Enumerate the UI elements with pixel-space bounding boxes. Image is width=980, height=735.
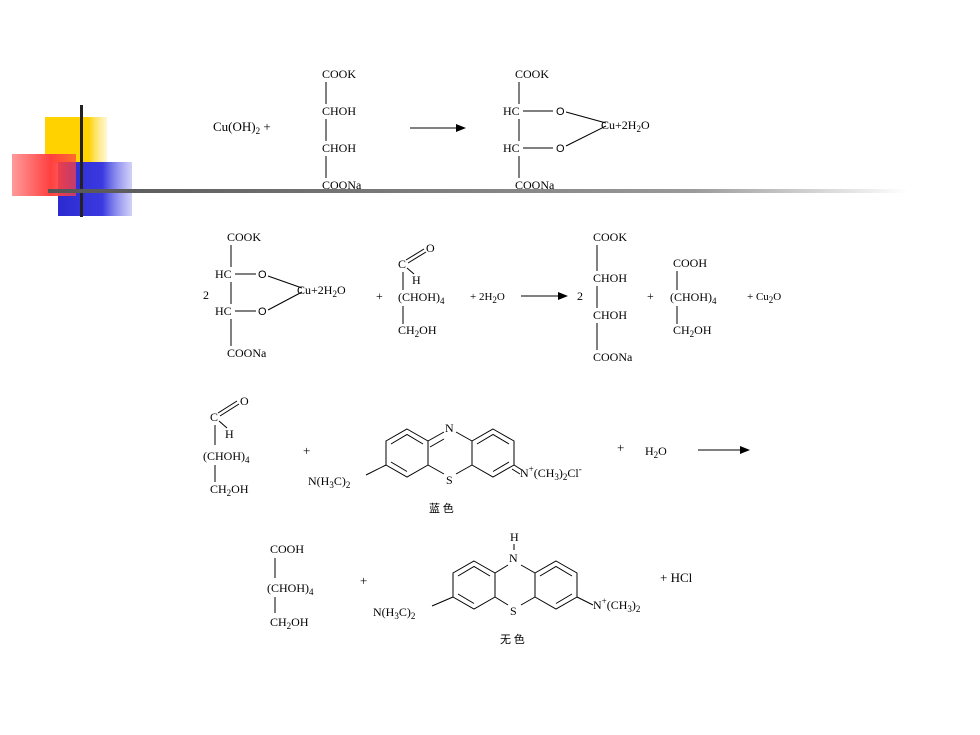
slide-decoration (12, 105, 908, 217)
complex-o1: O (556, 106, 565, 118)
methylene-blue-structure: N S N(H3C)2 N+(CH3)2Cl- (308, 421, 582, 490)
glucose2-end: CH2OH (398, 323, 437, 339)
decor-horizontal-rule (48, 189, 908, 193)
tartrate-c1: CHOH (322, 104, 356, 118)
dye-ring-n: N (445, 421, 454, 435)
reaction-3: O C H (CHOH)4 CH2OH + N S (203, 394, 750, 515)
glucose3-h: H (225, 427, 234, 441)
plus-4a: + (360, 573, 367, 588)
copper-complex-structure: COOK HC HC COONa O O Cu+2H2O (503, 67, 650, 192)
gluconic2-top: COOH (673, 256, 707, 270)
cuprous-oxide: + Cu2O (747, 291, 781, 305)
tartrate2-bottom: COONa (593, 350, 633, 364)
tartrate-structure: COOK CHOH CHOH COONa (322, 67, 362, 192)
copper-hydroxide: Cu(OH)2 + (213, 119, 271, 136)
complex2-top: COOK (227, 230, 261, 244)
coefficient-2: 2 (203, 288, 209, 302)
gluconic-acid-structure-4: COOH (CHOH)4 CH2OH (267, 542, 314, 631)
glucose3-chain: (CHOH)4 (203, 449, 250, 465)
complex2-cu: Cu+2H2O (297, 283, 346, 299)
gluconic4-chain: (CHOH)4 (267, 581, 314, 597)
reaction-arrow-3 (698, 446, 750, 454)
dye-right-iminium: N+(CH3)2Cl- (520, 464, 582, 482)
glucose2-c: C (398, 257, 406, 271)
reaction-4: COOH (CHOH)4 CH2OH + H N S N(H3C)2 N+ (267, 530, 693, 646)
plus-2a: + (376, 289, 383, 303)
leuco-ring-n: N (509, 551, 518, 565)
glucose2-o: O (426, 241, 435, 255)
plus-2b: + (647, 289, 654, 303)
complex-c2: HC (503, 141, 520, 155)
tartrate2-c2: CHOH (593, 308, 627, 322)
leuco-right-amine: N+(CH3)2 (593, 596, 640, 614)
complex2-o1: O (258, 269, 267, 281)
glucose2-chain: (CHOH)4 (398, 290, 445, 306)
leuco-ring-h: H (510, 530, 519, 544)
tartrate2-c1: CHOH (593, 271, 627, 285)
decor-vertical-bar (80, 105, 83, 217)
reaction-arrow-2 (521, 292, 568, 300)
complex2-o2: O (258, 306, 267, 318)
reaction-1: Cu(OH)2 + COOK CHOH CHOH COONa COOK HC H… (213, 67, 650, 192)
reaction-2: 2 COOK HC HC COONa O O Cu+2H2O + O C H (203, 230, 781, 364)
complex-bottom: COONa (515, 178, 555, 192)
leuco-ring-s: S (510, 604, 517, 618)
complex-o2: O (556, 143, 565, 155)
complex2-bottom: COONa (227, 346, 267, 360)
water-2: + 2H2O (470, 291, 505, 305)
glucose3-o: O (240, 394, 249, 408)
tartrate2-top: COOK (593, 230, 627, 244)
gluconic4-top: COOH (270, 542, 304, 556)
gluconic-acid-structure-2: COOH (CHOH)4 CH2OH (670, 256, 717, 339)
leuco-left-amine: N(H3C)2 (373, 605, 415, 621)
gluconic2-end: CH2OH (673, 323, 712, 339)
leucomethylene-blue-structure: H N S N(H3C)2 N+(CH3)2 (373, 530, 640, 621)
glucose3-end: CH2OH (210, 482, 249, 498)
gluconic4-end: CH2OH (270, 615, 309, 631)
caption-colorless: 无 色 (500, 632, 525, 646)
gluconic2-chain: (CHOH)4 (670, 290, 717, 306)
dye-ring-s: S (446, 473, 453, 487)
glucose-structure-3: O C H (CHOH)4 CH2OH (203, 394, 250, 498)
tartrate-bottom: COONa (322, 178, 362, 192)
complex2-c1: HC (215, 267, 232, 281)
tartrate-top: COOK (322, 67, 356, 81)
complex2-c2: HC (215, 304, 232, 318)
hydrochloric-acid: + HCl (660, 570, 693, 585)
glucose2-h: H (412, 273, 421, 287)
coefficient-2b: 2 (577, 289, 583, 303)
plus-3a: + (303, 443, 310, 458)
glucose3-c: C (210, 410, 218, 424)
copper-complex-structure-2: COOK HC HC COONa O O Cu+2H2O (215, 230, 346, 360)
dye-left-amine: N(H3C)2 (308, 474, 350, 490)
caption-blue: 蓝 色 (429, 501, 454, 515)
reaction-arrow-1 (410, 124, 466, 132)
complex-cu: Cu+2H2O (601, 118, 650, 134)
tartrate-structure-2: COOK CHOH CHOH COONa (593, 230, 633, 364)
plus-3b: + (617, 440, 624, 455)
glucose-structure-2: O C H (CHOH)4 CH2OH (398, 241, 445, 339)
tartrate-c2: CHOH (322, 141, 356, 155)
complex-c1: HC (503, 104, 520, 118)
complex-top: COOK (515, 67, 549, 81)
water-3: H2O (645, 444, 667, 460)
